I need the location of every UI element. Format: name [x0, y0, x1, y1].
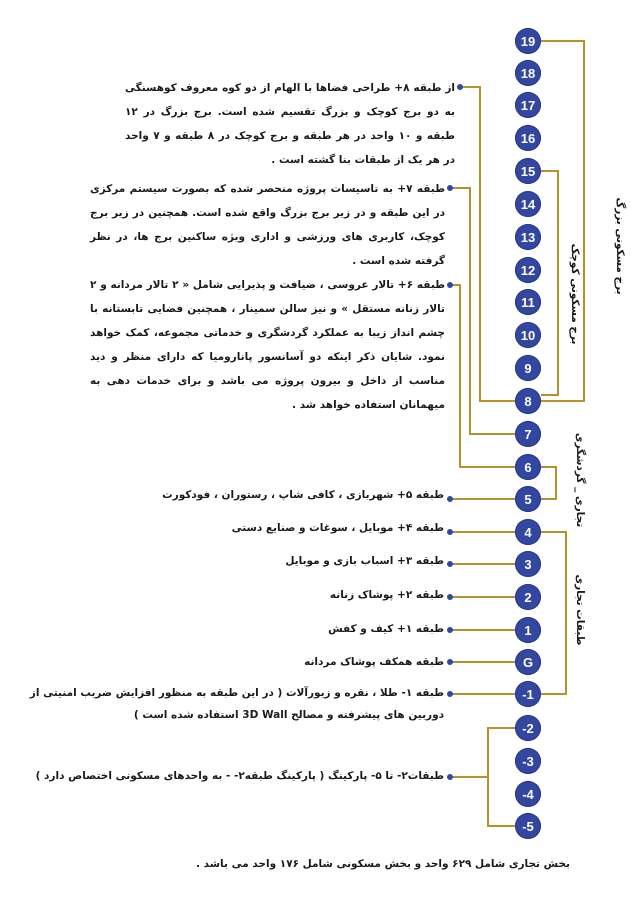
floor-4-dot	[447, 529, 453, 535]
large-tower-bracket	[541, 40, 585, 402]
floor-badge-6: 6	[515, 454, 541, 480]
commercial-bracket	[541, 531, 567, 695]
floor-4-label: طبقه ۴+ موبایل ، سوغات و صنایع دستی	[231, 522, 444, 534]
floor-badge-G: G	[515, 649, 541, 675]
floor-badge-2: 2	[515, 584, 541, 610]
floor-badge-minus2: -2	[515, 715, 541, 741]
parking-bracket	[487, 727, 515, 827]
floor-badge-19: 19	[515, 28, 541, 54]
floor-2-dot	[447, 594, 453, 600]
floor-badge-16: 16	[515, 125, 541, 151]
parking-label: طبقات۲- تا ۵- پارکینگ ( پارکینگ طبقه۲- -…	[35, 770, 444, 782]
large-tower-label: برج مسکونی بزرگ	[614, 197, 626, 295]
floor-badge-12: 12	[515, 257, 541, 283]
floor-badge-minus4: -4	[515, 781, 541, 807]
floor-7-dot	[447, 185, 453, 191]
floor-1-label: طبقه ۱+ کیف و کفش	[328, 623, 444, 635]
floor-7-description: طبقه ۷+ به تاسیسات پروژه منحصر شده که بص…	[90, 183, 445, 267]
floor-6-dot	[447, 282, 453, 288]
floor-badge-10: 10	[515, 322, 541, 348]
floor-3-dot	[447, 561, 453, 567]
floor-badge-8: 8	[515, 388, 541, 414]
floor-badge-7: 7	[515, 421, 541, 447]
floor-badge-14: 14	[515, 191, 541, 217]
floor-badge-9: 9	[515, 355, 541, 381]
floor-2-label: طبقه ۲+ پوشاک زنانه	[329, 589, 444, 601]
floor-6-description: طبقه ۶+ تالار عروسی ، ضیافت و پذیرایی شا…	[90, 279, 445, 411]
floor-5-label: طبقه ۵+ شهربازی ، کافی شاپ ، رستوران ، ف…	[162, 489, 444, 501]
small-tower-label: برج مسکونی کوچک	[569, 243, 581, 345]
floor-g-dot	[447, 659, 453, 665]
floor-badge-5: 5	[515, 486, 541, 512]
floor-8-connector	[462, 86, 515, 402]
floor-badge-11: 11	[515, 289, 541, 315]
floor-badge-3: 3	[515, 551, 541, 577]
small-tower-bracket	[541, 170, 559, 396]
floor-badge-minus1: -1	[515, 681, 541, 707]
floor-8-description: از طبقه ۸+ طراحی فضاها با الهام از دو کو…	[125, 82, 455, 166]
floor-badge-13: 13	[515, 224, 541, 250]
summary-footer: بخش تجاری شامل ۶۲۹ واحد و بخش مسکونی شام…	[196, 858, 570, 870]
floor-7-connector	[452, 187, 515, 435]
floor-badge-18: 18	[515, 60, 541, 86]
floor-1-dot	[447, 627, 453, 633]
floor-minus1-dot	[447, 691, 453, 697]
floor-5-dot	[447, 496, 453, 502]
floor-badge-minus3: -3	[515, 748, 541, 774]
floor-3-label: طبقه ۳+ اسباب بازی و موبایل	[285, 555, 444, 567]
floor-6-connector	[452, 284, 515, 468]
floor-badge-minus5: -5	[515, 813, 541, 839]
tourism-label: تجاری _ گردشگری	[574, 432, 586, 528]
floor-badge-1: 1	[515, 617, 541, 643]
parking-dot	[447, 774, 453, 780]
tourism-bracket	[541, 466, 557, 500]
floor-badge-15: 15	[515, 158, 541, 184]
floor-minus1-label-line2: دوربین های پیشرفته و مصالح 3D Wall استفا…	[133, 709, 444, 721]
commercial-label: طبقات تجاری	[574, 574, 586, 646]
floor-g-label: طبقه همکف پوشاک مردانه	[304, 656, 444, 668]
floor-badge-17: 17	[515, 92, 541, 118]
floor-minus1-label-line1: طبقه ۱- طلا ، نقره و زیورآلات ( در این ط…	[29, 687, 444, 699]
floor-8-dot	[457, 84, 463, 90]
floor-badge-4: 4	[515, 519, 541, 545]
